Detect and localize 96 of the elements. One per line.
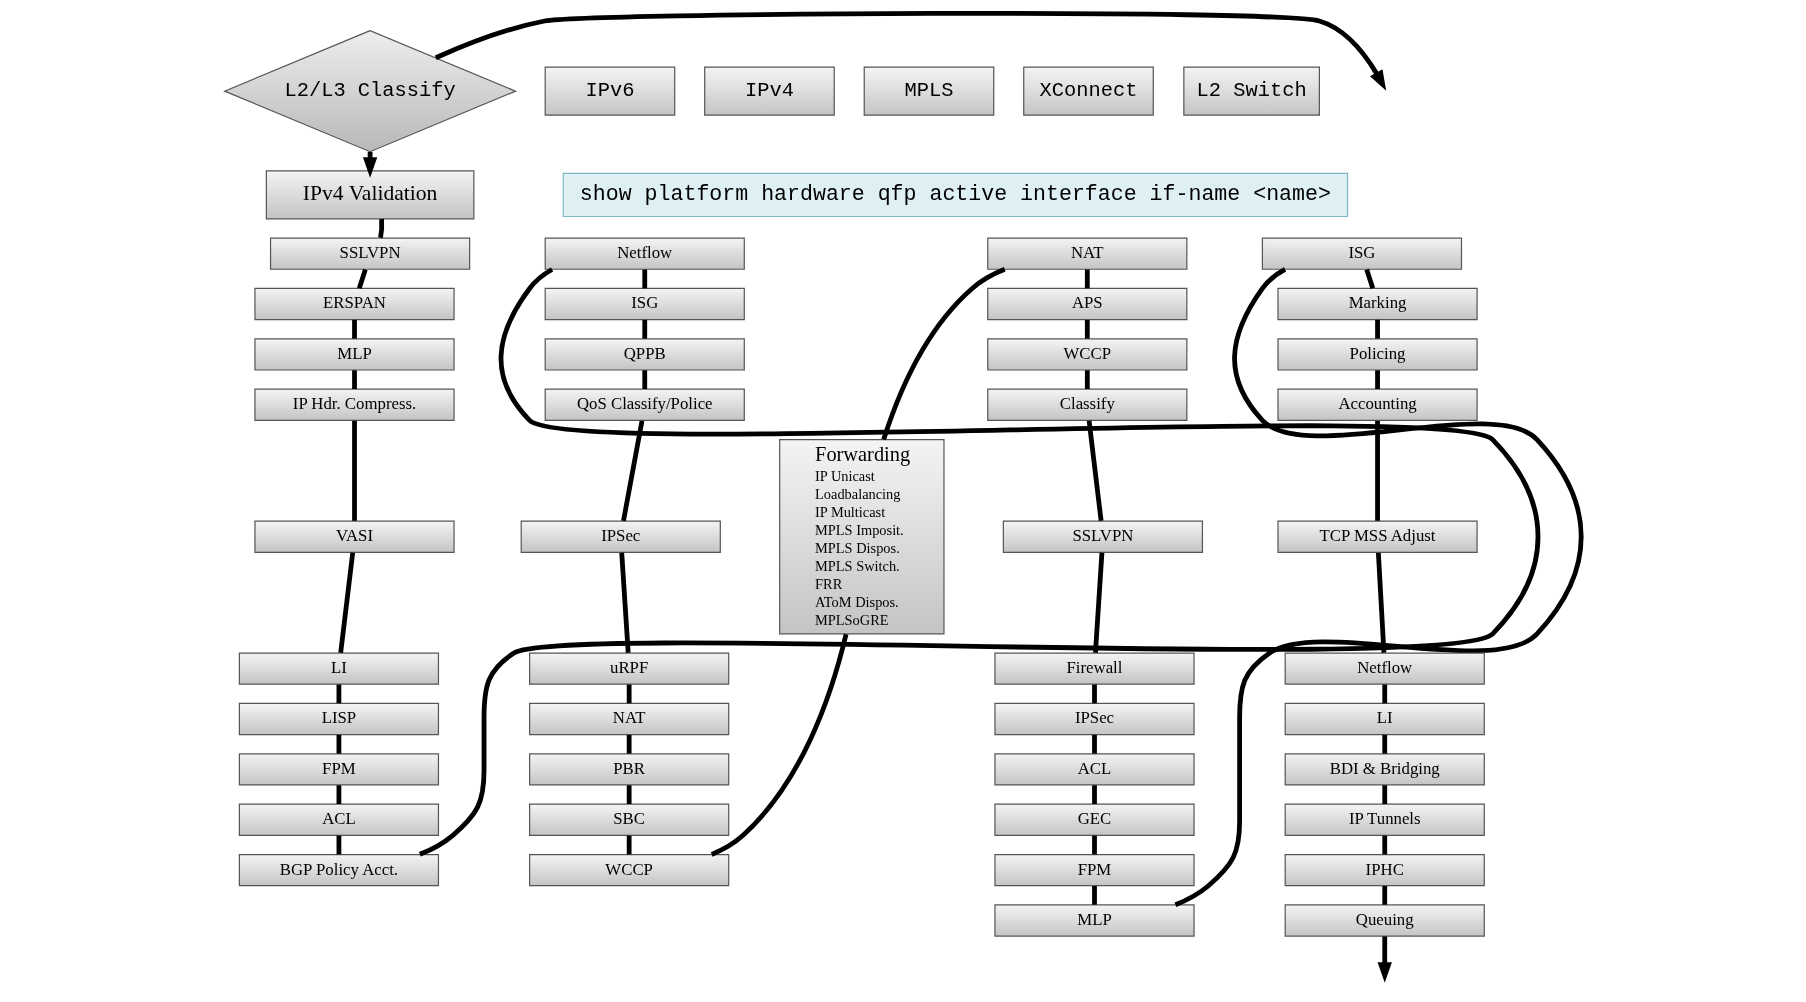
node-box: LI (1284, 702, 1485, 736)
node-box: IPSec (520, 520, 721, 553)
node-box: QoS Classify/Police (544, 388, 745, 421)
connector (1375, 319, 1380, 339)
node-box: VASI (254, 520, 455, 553)
arrow (434, 10, 1387, 91)
node-box: IP Tunnels (1284, 803, 1485, 836)
node-box: Classify (987, 388, 1188, 421)
node-box: WCCP (987, 338, 1188, 371)
node-box: MPLS (863, 66, 995, 116)
connector (1174, 267, 1584, 907)
connector (1084, 319, 1090, 339)
node-box: Marking (1277, 287, 1478, 321)
node-box: QPPB (544, 338, 745, 371)
connector (642, 370, 648, 389)
node-diamond: L2/L3 Classify (223, 29, 518, 153)
connector (1084, 269, 1090, 289)
node-box: Forwarding IP Unicast Loadbalancing IP Multicast MPLS Imposit. MPLS Dispos. MPLS Switch. FRR AToM Dispos. MPLSoGRE (779, 438, 945, 635)
node-box: SSLVPN (269, 237, 471, 270)
node-box: IP Hdr. Compress. (254, 388, 455, 421)
connector (336, 734, 342, 754)
node-box: IPv6 (544, 66, 676, 116)
connector (626, 684, 632, 704)
node-box: ACL (994, 753, 1195, 786)
connector (1086, 420, 1104, 522)
node-box: IPHC (1284, 853, 1485, 887)
node-box: NAT (987, 237, 1188, 270)
node-box: Queuing (1284, 904, 1485, 937)
connector (1375, 370, 1380, 389)
node-box: FPM (238, 753, 440, 786)
node-box: IPSec (994, 702, 1195, 736)
node-box: WCCP (529, 853, 730, 887)
connector (1092, 684, 1097, 704)
connector (621, 420, 645, 522)
node-box: show platform hardware qfp active interface if-name <name> (562, 172, 1349, 218)
connector (356, 268, 368, 289)
connector (338, 552, 356, 654)
node-box: Firewall (994, 652, 1195, 685)
connector (1382, 785, 1388, 804)
connector (626, 734, 632, 754)
node-box: SBC (529, 803, 730, 836)
node-box: uRPF (529, 652, 730, 685)
connector (352, 370, 357, 389)
connector (352, 420, 357, 521)
node-box: IPv4 (704, 66, 835, 116)
node-box: ISG (544, 287, 745, 321)
connector (881, 267, 1006, 441)
node-box: MLP (994, 904, 1195, 937)
node-box: Netflow (544, 237, 745, 270)
connector (1382, 734, 1388, 754)
node-box: Policing (1277, 338, 1478, 371)
connector (418, 267, 1541, 857)
node-box: ERSPAN (254, 287, 455, 321)
connector (378, 218, 385, 239)
node-box: L2 Switch (1183, 66, 1320, 116)
connector (626, 835, 632, 855)
connector (1093, 552, 1105, 653)
arrow (1377, 936, 1392, 983)
connector (1375, 420, 1380, 521)
connector (336, 785, 342, 804)
connector (1364, 268, 1376, 289)
connector (1084, 370, 1090, 389)
connector (626, 785, 632, 804)
connector (642, 269, 648, 289)
connector (642, 319, 648, 339)
connector (1382, 886, 1388, 905)
node-box: GEC (994, 803, 1195, 836)
node-box: SSLVPN (1002, 520, 1204, 553)
connector (1092, 835, 1097, 855)
node-box: APS (987, 287, 1188, 321)
connector (1375, 552, 1387, 653)
node-box: ACL (238, 803, 440, 836)
node-box: Netflow (1284, 652, 1485, 685)
node-box: Accounting (1277, 388, 1478, 421)
connector (619, 552, 631, 653)
connector (336, 684, 342, 704)
node-box: LI (238, 652, 440, 685)
node-box: NAT (529, 702, 730, 736)
node-box: IPv4 Validation (265, 170, 475, 220)
node-box: LISP (238, 702, 440, 736)
connector (1092, 734, 1097, 754)
node-box: TCP MSS Adjust (1277, 520, 1478, 553)
connector (336, 835, 342, 855)
node-box: XConnect (1023, 66, 1154, 116)
connector (352, 319, 357, 339)
node-box: FPM (994, 853, 1195, 887)
node-box: PBR (529, 753, 730, 786)
connector (1092, 785, 1097, 804)
connector (1382, 835, 1388, 855)
connector (710, 633, 849, 857)
node-box: MLP (254, 338, 455, 371)
connector (1382, 684, 1388, 704)
node-box: BGP Policy Acct. (238, 853, 440, 887)
node-box: ISG (1261, 237, 1463, 270)
connector (1092, 886, 1097, 905)
node-box: BDI & Bridging (1284, 753, 1485, 786)
